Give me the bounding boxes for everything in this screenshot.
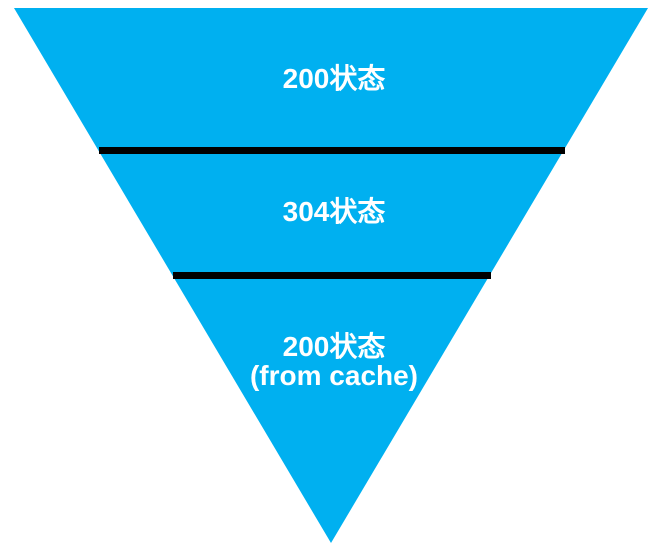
funnel-level-1-label: 200状态: [283, 63, 386, 94]
funnel-level-3-label: 200状态: [283, 331, 386, 362]
funnel-level-3-sublabel: (from cache): [250, 360, 418, 391]
funnel-level-2-label: 304状态: [283, 196, 386, 227]
